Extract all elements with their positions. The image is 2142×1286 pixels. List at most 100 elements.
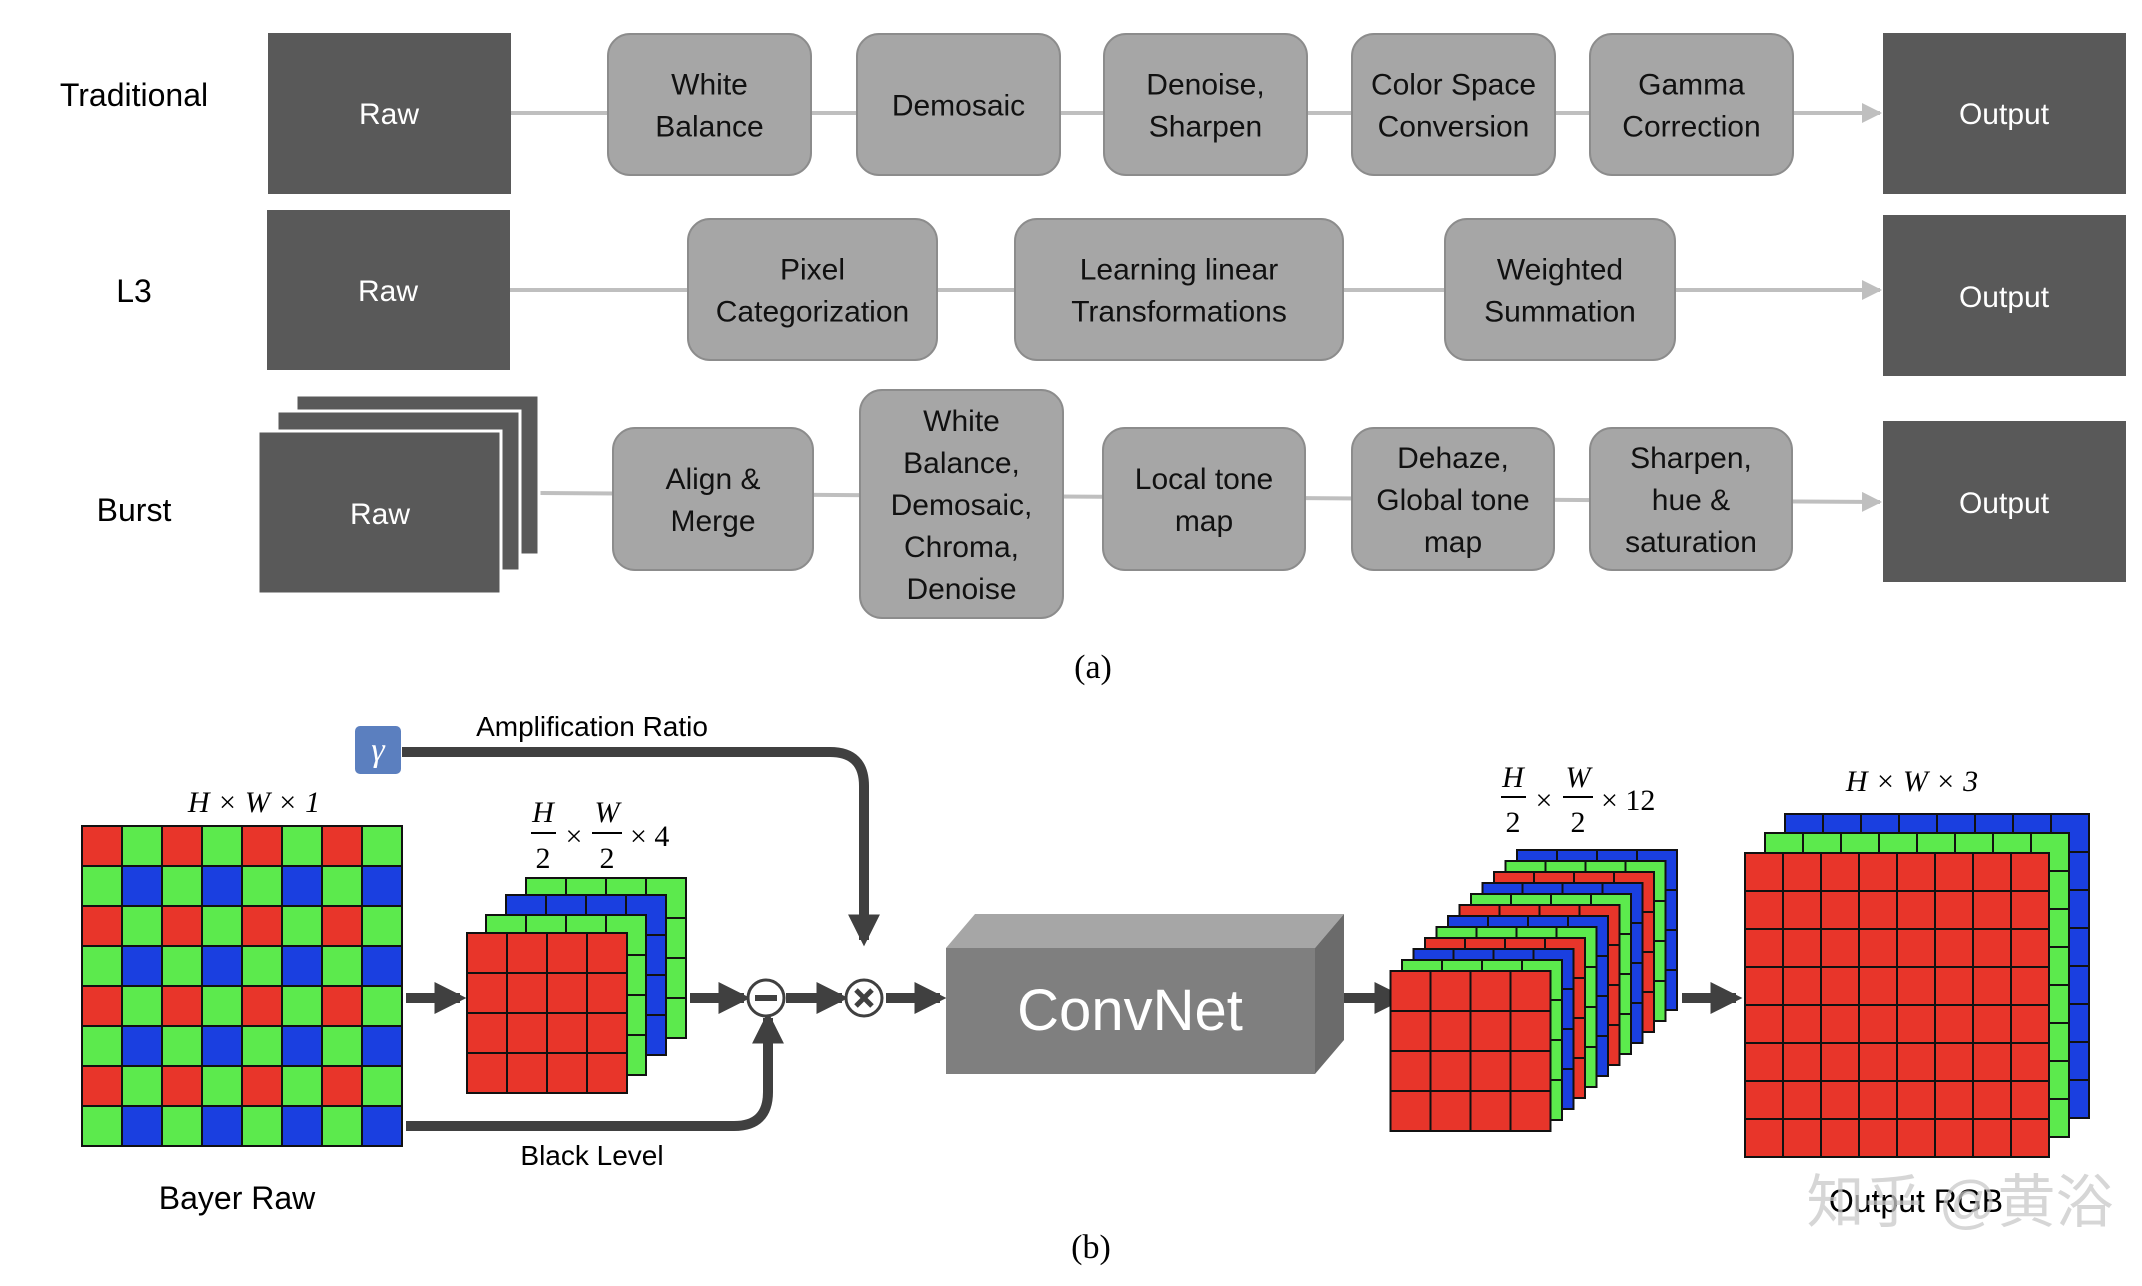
row-label-traditional: Traditional <box>60 77 208 113</box>
step-label-line: Global tone <box>1376 484 1529 517</box>
step-label-line: Sharpen, <box>1630 442 1752 475</box>
frac-numerator-w: W <box>595 796 623 829</box>
step-box-align-merge: Align & Merge <box>612 427 814 571</box>
step-label-line: Correction <box>1622 111 1760 144</box>
step-label-line: Weighted <box>1497 254 1623 287</box>
step-label-line: Denoise, <box>1146 69 1264 102</box>
frac-denominator-2: 2 <box>1506 806 1521 839</box>
frac-numerator-w: W <box>1566 761 1594 794</box>
raw-label: Raw <box>359 98 419 131</box>
step-label-line: Denoise <box>906 573 1016 606</box>
feature-channel-stack <box>1389 849 1678 1132</box>
row-label-l3: L3 <box>116 273 152 309</box>
frac-numerator-h: H <box>1501 761 1526 794</box>
step-label-line: Summation <box>1484 296 1636 329</box>
channels-12: × 12 <box>1601 784 1655 817</box>
step-label-line: Demosaic <box>892 90 1025 123</box>
step-label-line: Align & <box>665 463 760 496</box>
black-level-path: Black Level <box>406 1011 785 1171</box>
gamma-box <box>355 726 401 774</box>
frac-denominator-2: 2 <box>600 842 615 875</box>
packed-channel-stack <box>466 877 687 1094</box>
step-label-line: Demosaic, <box>891 489 1033 522</box>
convnet-block: ConvNet <box>946 914 1344 1074</box>
output-rgb-label: Output RGB <box>1829 1183 2003 1219</box>
step-label-line: Learning linear <box>1080 254 1278 287</box>
step-label-line: Conversion <box>1378 111 1530 144</box>
output-box-l3: Output <box>1883 215 2126 376</box>
watermark: 知乎 @黄浴 <box>1807 1170 2114 1235</box>
frac-numerator-h: H <box>531 796 556 829</box>
row-burst: Burst Raw Output Align &MergeWhiteBalanc… <box>97 389 2126 619</box>
bayer-dims: H × W × 1 <box>187 786 320 819</box>
step-label-line: Gamma <box>1638 69 1745 102</box>
caption-a: (a) <box>1074 649 1112 686</box>
step-label-line: Chroma, <box>904 531 1019 564</box>
output-rgb-stack <box>1744 813 2090 1158</box>
panel-b: H × W × 1 Bayer Raw γ Amplification Rati… <box>81 711 2114 1266</box>
frac-denominator-2: 2 <box>1571 806 1586 839</box>
step-label-line: Merge <box>670 505 755 538</box>
frac-denominator-2: 2 <box>536 842 551 875</box>
panel-a: Traditional Raw Output WhiteBalanceDemos… <box>60 33 2126 686</box>
step-label-line: Balance, <box>903 447 1020 480</box>
output-channel-2 <box>1744 852 2050 1158</box>
packed-channel-3 <box>466 932 628 1094</box>
step-box-denoise-sharpen: Denoise, Sharpen <box>1103 33 1308 176</box>
step-label-line: White <box>923 405 1000 438</box>
step-label-line: hue & <box>1652 484 1730 517</box>
amplification-path: γ Amplification Ratio <box>355 711 881 947</box>
gamma-symbol: γ <box>371 732 386 769</box>
step-label-line: map <box>1175 505 1233 538</box>
step-label-line: Balance <box>655 111 763 144</box>
output-label: Output <box>1959 281 2050 314</box>
subtract-operator <box>746 978 786 1018</box>
raw-box-traditional: Raw <box>268 33 511 194</box>
output-label: Output <box>1959 487 2050 520</box>
raw-label: Raw <box>358 275 418 308</box>
step-box-dehaze-global-tone-map: Dehaze, Global tone map <box>1351 427 1555 571</box>
bayer-raw-grid <box>81 825 403 1147</box>
raw-stack-burst: Raw <box>256 393 541 596</box>
step-label-line: Pixel <box>780 254 845 287</box>
step-label-line: saturation <box>1625 526 1757 559</box>
step-label-line: Transformations <box>1071 296 1287 329</box>
output-box-traditional: Output <box>1883 33 2126 194</box>
convnet-label: ConvNet <box>1017 978 1243 1043</box>
bayer-label: Bayer Raw <box>159 1180 316 1216</box>
multiply-operator <box>844 978 884 1018</box>
output-label: Output <box>1959 98 2050 131</box>
amplification-label: Amplification Ratio <box>476 711 708 742</box>
feature-channel-11 <box>1389 970 1552 1132</box>
step-label-line: Local tone <box>1135 463 1273 496</box>
features-dims-fraction: H 2 × W 2 × 12 <box>1501 761 1655 839</box>
black-level-label: Black Level <box>520 1140 663 1171</box>
step-label-line: White <box>671 69 748 102</box>
times-symbol: × <box>1536 784 1553 817</box>
step-label-line: map <box>1424 526 1482 559</box>
step-box-sharpen-hue-saturation: Sharpen, hue & saturation <box>1589 427 1793 571</box>
caption-b: (b) <box>1071 1229 1111 1266</box>
bayer-cells <box>81 825 403 1147</box>
output-dims: H × W × 3 <box>1845 765 1978 798</box>
step-label-line: Color Space <box>1371 69 1536 102</box>
step-box-local-tone-map: Local tone map <box>1102 427 1306 571</box>
step-label-line: Sharpen <box>1149 111 1262 144</box>
step-box-demosaic: Demosaic <box>856 33 1061 176</box>
packed-dims-fraction: H 2 × W 2 × 4 <box>531 796 669 875</box>
step-label-line: Dehaze, <box>1397 442 1509 475</box>
raw-label: Raw <box>350 498 410 531</box>
